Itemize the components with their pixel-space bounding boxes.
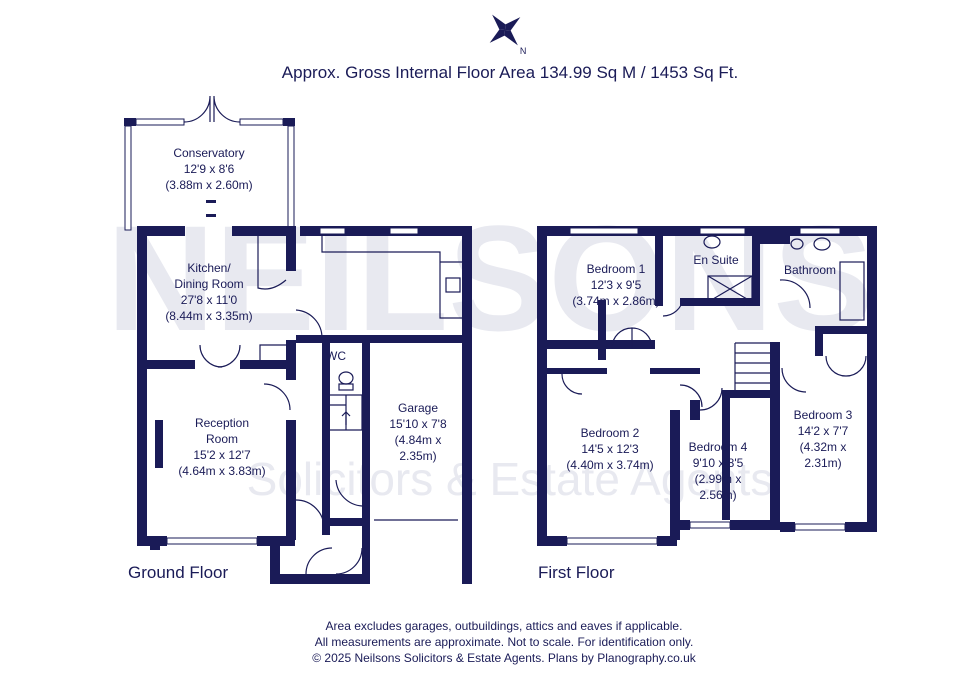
footer-line-area: Area excludes garages, outbuildings, att… — [326, 619, 683, 633]
room-name: Bedroom 3 — [794, 408, 853, 422]
first-floor-plan — [537, 226, 877, 546]
first-floor-label: First Floor — [538, 563, 615, 582]
room-dimensions-metric: (3.88m x 2.60m) — [165, 178, 252, 192]
room-name-line2: Dining Room — [174, 277, 243, 291]
room-dimensions-metric-line2: 2.31m) — [804, 456, 841, 470]
watermark-logo: NEILSONS Solicitors & Estate Agents — [107, 194, 874, 505]
ground-floor-label: Ground Floor — [128, 563, 228, 582]
svg-text:N: N — [520, 46, 527, 56]
room-dimensions: 9'10 x 8'5 — [693, 456, 744, 470]
room-name: WC — [326, 349, 346, 363]
room-label-bedroom2: Bedroom 2 14'5 x 12'3 (4.40m x 3.74m) — [566, 426, 653, 472]
room-dimensions: 14'2 x 7'7 — [798, 424, 849, 438]
room-dimensions: 12'3 x 9'5 — [591, 278, 642, 292]
room-name: Bedroom 1 — [587, 262, 646, 276]
room-dimensions-metric: (8.44m x 3.35m) — [165, 309, 252, 323]
room-label-kitchen: Kitchen/ Dining Room 27'8 x 11'0 (8.44m … — [165, 261, 252, 323]
room-dimensions-metric: (3.74m x 2.86m) — [572, 294, 659, 308]
room-name: Conservatory — [173, 146, 244, 160]
room-dimensions: 15'2 x 12'7 — [193, 448, 251, 462]
room-name: Bedroom 4 — [689, 440, 748, 454]
floor-area-title: Approx. Gross Internal Floor Area 134.99… — [282, 63, 738, 82]
room-name: Reception — [195, 416, 249, 430]
room-label-conservatory: Conservatory 12'9 x 8'6 (3.88m x 2.60m) — [165, 146, 252, 192]
room-name: En Suite — [693, 253, 739, 267]
ground-floor-plan — [124, 95, 472, 584]
room-label-reception: Reception Room 15'2 x 12'7 (4.64m x 3.83… — [178, 416, 265, 478]
watermark-name: NEILSONS — [107, 194, 874, 362]
room-dimensions: 12'9 x 8'6 — [184, 162, 235, 176]
room-name: Bedroom 2 — [581, 426, 640, 440]
room-name: Garage — [398, 401, 438, 415]
watermark-subtitle: Solicitors & Estate Agents — [247, 453, 774, 505]
room-name-line2: Room — [206, 432, 238, 446]
room-dimensions-metric-line2: 2.56m) — [699, 488, 736, 502]
room-label-bedroom4: Bedroom 4 9'10 x 8'5 (2.99m x 2.56m) — [689, 440, 748, 502]
room-label-garage: Garage 15'10 x 7'8 (4.84m x 2.35m) — [389, 401, 447, 463]
room-label-bathroom: Bathroom — [784, 263, 836, 277]
room-label-bedroom3: Bedroom 3 14'2 x 7'7 (4.32m x 2.31m) — [794, 408, 853, 470]
footer-line-copyright: © 2025 Neilsons Solicitors & Estate Agen… — [312, 651, 696, 665]
room-dimensions: 14'5 x 12'3 — [581, 442, 639, 456]
room-dimensions: 15'10 x 7'8 — [389, 417, 447, 431]
footer-line-disclaimer: All measurements are approximate. Not to… — [315, 635, 694, 649]
room-dimensions-metric: (4.64m x 3.83m) — [178, 464, 265, 478]
room-label-bedroom1: Bedroom 1 12'3 x 9'5 (3.74m x 2.86m) — [572, 262, 659, 308]
room-dimensions-metric: (2.99m x — [695, 472, 742, 486]
room-label-ensuite: En Suite — [693, 253, 739, 267]
room-dimensions-metric-line2: 2.35m) — [399, 449, 436, 463]
room-name: Kitchen/ — [187, 261, 231, 275]
room-label-wc: WC — [326, 349, 346, 363]
room-dimensions: 27'8 x 11'0 — [181, 293, 238, 307]
room-dimensions-metric: (4.32m x — [800, 440, 847, 454]
room-dimensions-metric: (4.40m x 3.74m) — [566, 458, 653, 472]
room-dimensions-metric: (4.84m x — [395, 433, 442, 447]
compass-rose-icon: N — [489, 14, 527, 56]
room-name: Bathroom — [784, 263, 836, 277]
